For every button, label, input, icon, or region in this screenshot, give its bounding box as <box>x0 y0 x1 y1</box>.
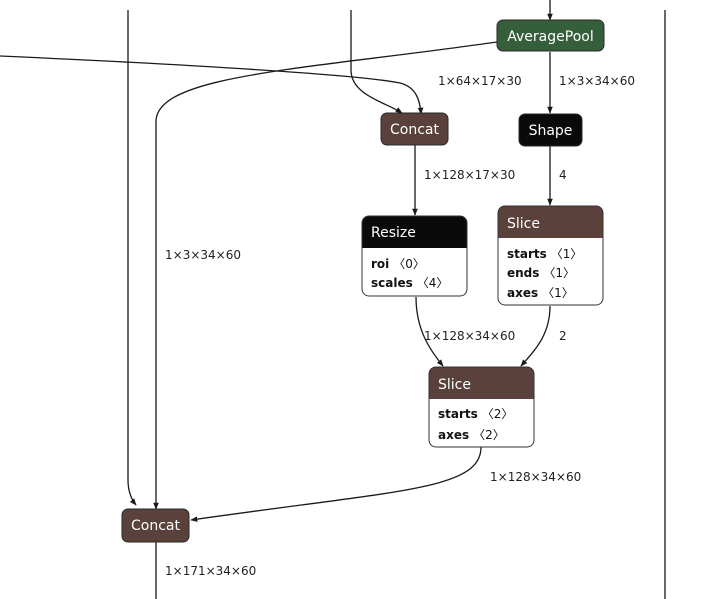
edge-label-pool-concat-bottom: 1×3×34×60 <box>165 248 241 262</box>
node-title: Concat <box>131 518 180 534</box>
node-title: Slice <box>507 216 540 232</box>
edge-label-pool-concat: 1×64×17×30 <box>438 74 522 88</box>
edge-label-slice-concat-bottom: 1×128×34×60 <box>490 470 581 484</box>
node-title: Concat <box>390 122 439 138</box>
node-averagepool[interactable]: AveragePool <box>496 19 605 52</box>
node-shape[interactable]: Shape <box>518 113 583 147</box>
node-title: Shape <box>529 123 573 139</box>
node-title: Slice <box>438 377 471 393</box>
edge-label-concat-resize: 1×128×17×30 <box>424 168 515 182</box>
edge-label-slice-slice: 2 <box>559 329 567 343</box>
edge-input-to-concat <box>350 10 403 114</box>
edge-label-shape-slice: 4 <box>559 168 567 182</box>
edge-averagepool-to-concat-bottom <box>153 41 498 510</box>
edge-labels: 1×64×17×30 1×3×34×60 1×128×17×30 4 1×3×3… <box>165 74 635 578</box>
edge-slice-to-concat-bottom <box>190 446 482 522</box>
node-slice-middle[interactable]: Slice starts〈2〉 axes〈2〉 <box>428 366 535 448</box>
node-title: AveragePool <box>507 29 593 45</box>
attr-axes: axes〈1〉 <box>507 286 574 300</box>
edge-label-concat-out: 1×171×34×60 <box>165 564 256 578</box>
attr-starts: starts〈2〉 <box>438 407 513 421</box>
edge-left-input <box>127 10 137 506</box>
node-slice-right[interactable]: Slice starts〈1〉 ends〈1〉 axes〈1〉 <box>497 205 604 306</box>
attr-scales: scales〈4〉 <box>371 276 448 290</box>
edge-label-resize-slice: 1×128×34×60 <box>424 329 515 343</box>
node-concat-top[interactable]: Concat <box>380 112 449 146</box>
edge-slice-to-slice <box>520 305 551 367</box>
edges <box>0 0 553 599</box>
node-concat-bottom[interactable]: Concat <box>121 508 190 543</box>
attr-axes: axes〈2〉 <box>438 428 505 442</box>
edge-resize-to-slice <box>415 296 444 367</box>
attr-starts: starts〈1〉 <box>507 247 582 261</box>
edge-long-input-to-concat <box>0 55 424 115</box>
node-title: Resize <box>371 225 416 241</box>
attr-ends: ends〈1〉 <box>507 266 575 280</box>
edge-label-pool-shape: 1×3×34×60 <box>559 74 635 88</box>
attr-roi: roi〈0〉 <box>371 257 425 271</box>
node-resize[interactable]: Resize roi〈0〉 scales〈4〉 <box>361 215 468 297</box>
